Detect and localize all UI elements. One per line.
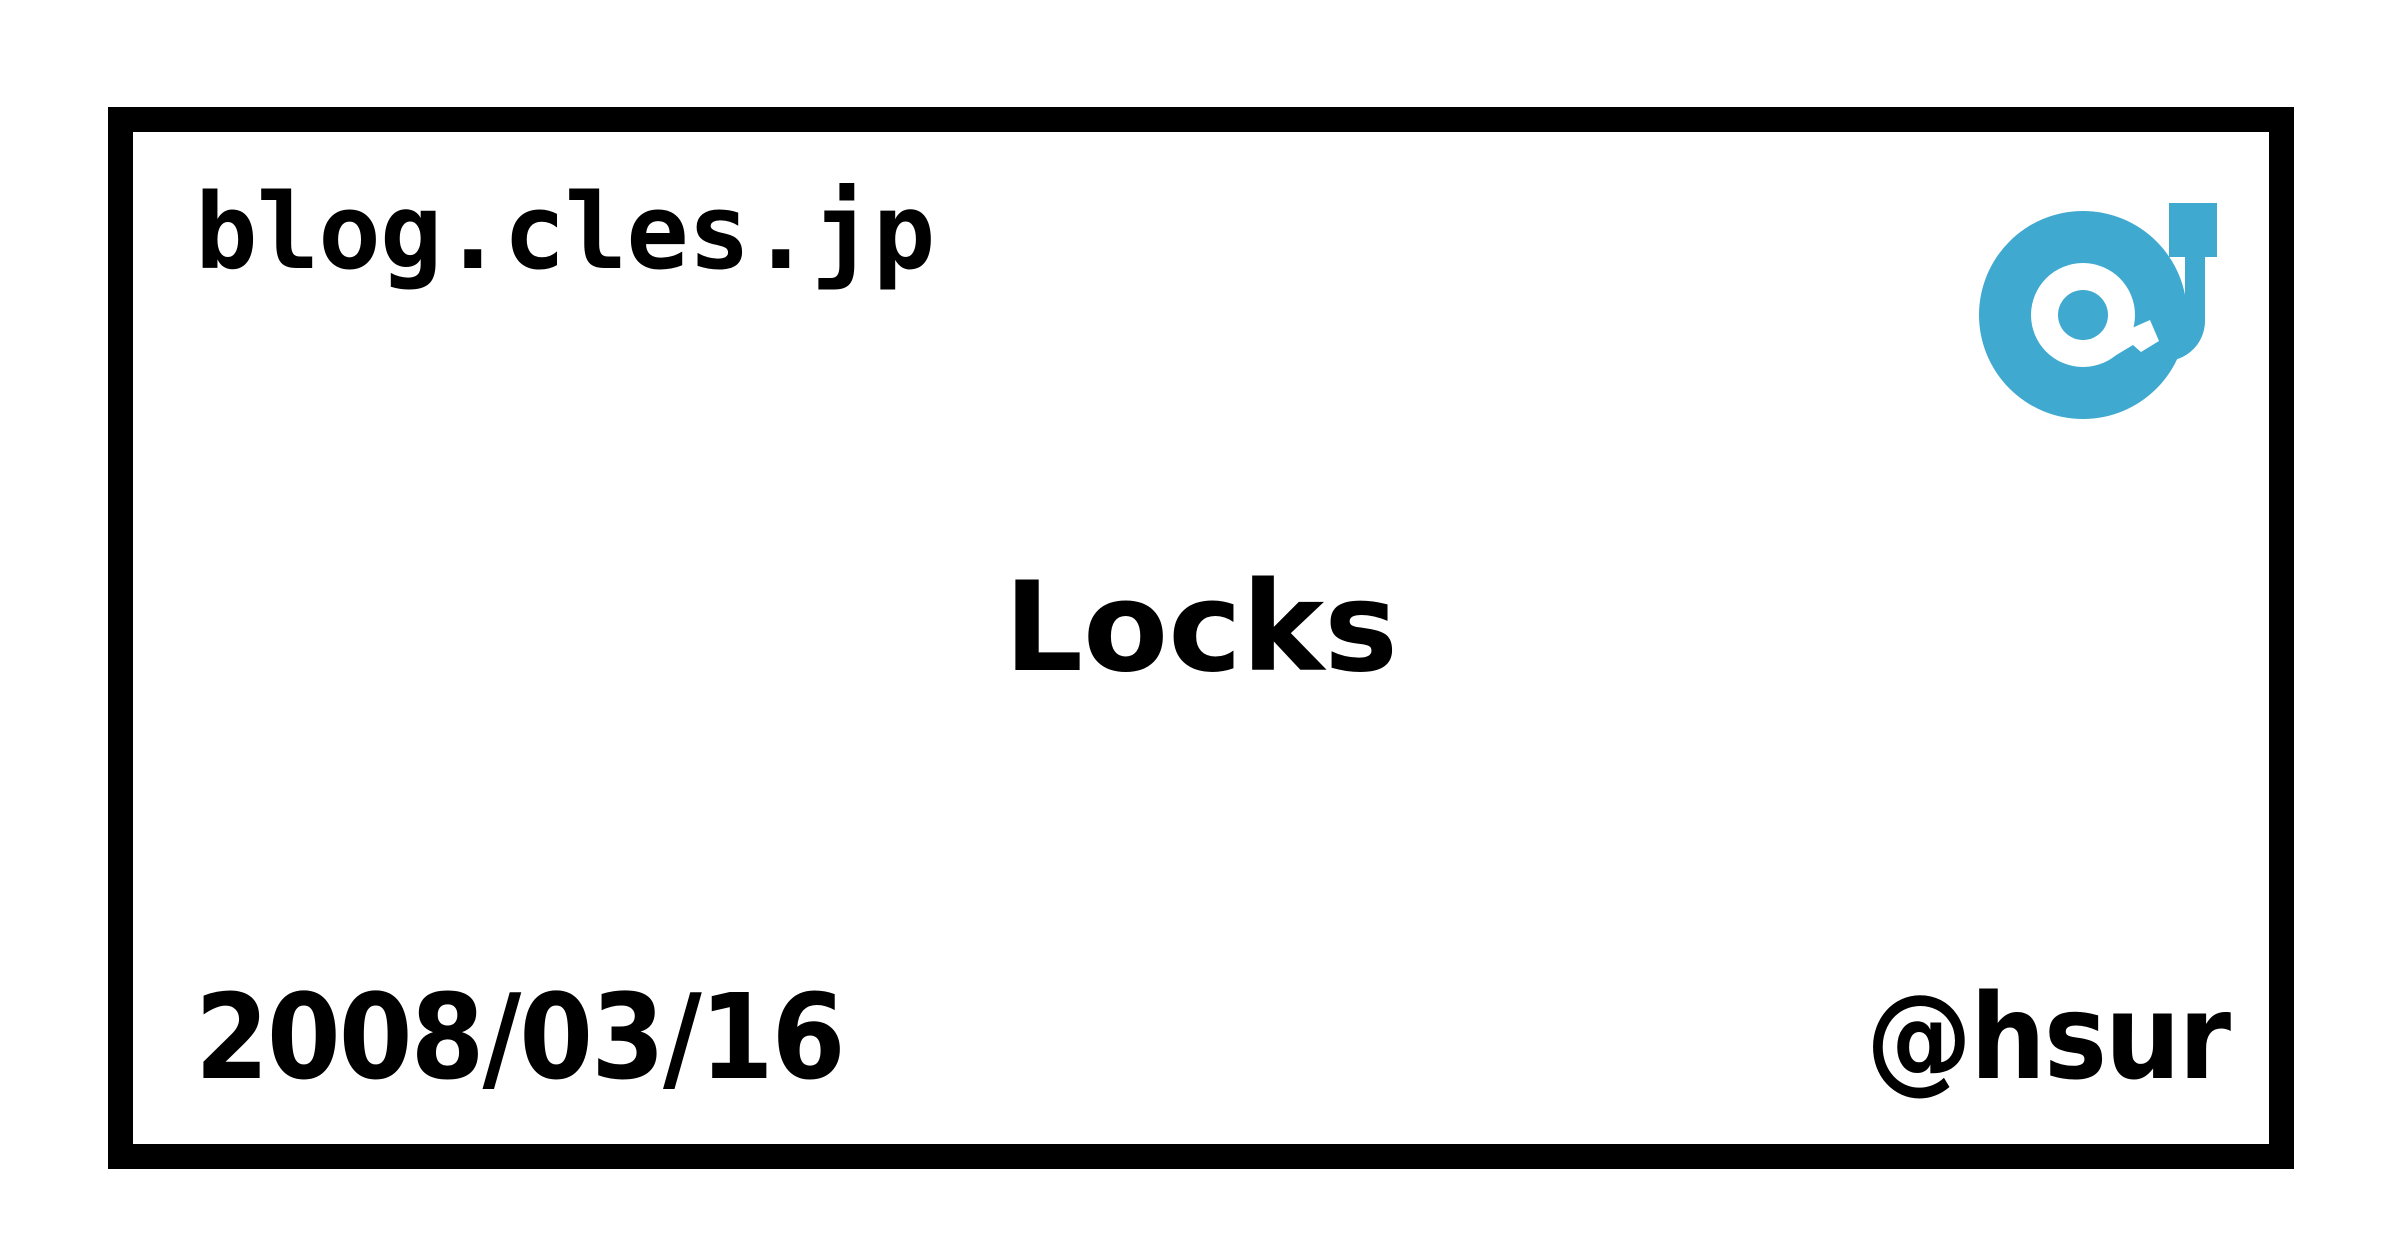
slide-card: blog.cles.jp Locks 2008/03/ [108, 107, 2294, 1169]
slide-author-handle: @hsur [1866, 968, 2231, 1106]
turntable-record-player-icon [1973, 175, 2223, 425]
slide-header: blog.cles.jp [133, 132, 2269, 422]
slide-title-text: Locks [1004, 556, 1398, 700]
site-title: blog.cles.jp [195, 171, 935, 293]
slide-date: 2008/03/16 [195, 968, 845, 1106]
slide-footer: 2008/03/16 @hsur [133, 894, 2269, 1144]
